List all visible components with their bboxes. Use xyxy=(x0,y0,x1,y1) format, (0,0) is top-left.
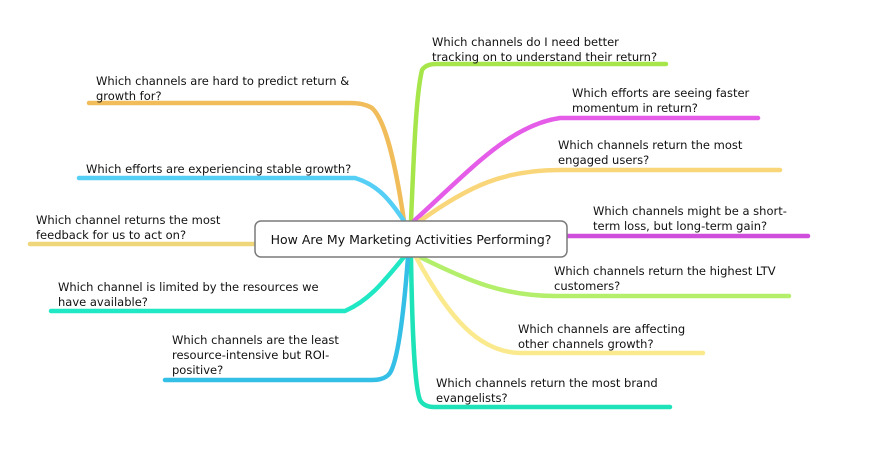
branch-topic-line: Which channels are hard to predict retur… xyxy=(96,74,349,88)
branch-connector-tracking xyxy=(408,61,669,224)
central-topic-label: How Are My Marketing Activities Performi… xyxy=(271,232,552,247)
branch-topic-line: Which efforts are seeing faster xyxy=(572,86,750,100)
branch-topic-line: have available? xyxy=(58,295,148,309)
branch-connector-faster-momentum xyxy=(411,115,761,224)
branch-topic-line: Which channels might be a short- xyxy=(593,204,787,218)
central-topic-node[interactable]: How Are My Marketing Activities Performi… xyxy=(254,220,568,258)
branch-topic-line: term loss, but long-term gain? xyxy=(593,219,767,233)
branch-connector-affecting-growth xyxy=(413,254,706,356)
branch-topic-line: Which channels return the most xyxy=(558,138,743,152)
branch-topic-line: engaged users? xyxy=(558,153,649,167)
branch-topic-line: customers? xyxy=(554,279,620,293)
branch-topic-line: positive? xyxy=(172,363,223,377)
branch-topic-line: Which channels are the least xyxy=(172,333,339,347)
branch-topic-limited-resources[interactable]: Which channel is limited by the resource… xyxy=(58,280,319,309)
branch-topic-hard-to-predict[interactable]: Which channels are hard to predict retur… xyxy=(96,74,349,103)
branch-topic-line: Which channels return the highest LTV xyxy=(554,264,776,278)
branch-topic-line: resource-intensive but ROI- xyxy=(172,348,329,362)
branch-topic-line: Which channels are affecting xyxy=(518,322,685,336)
branch-topic-line: evangelists? xyxy=(436,391,508,405)
branch-connector-hard-to-predict xyxy=(86,100,407,224)
branch-connector-highest-ltv xyxy=(417,254,792,299)
branch-topic-line: Which efforts are experiencing stable gr… xyxy=(86,162,351,176)
branch-topic-line: Which channels do I need better xyxy=(432,35,619,49)
central-topic-box[interactable] xyxy=(254,220,568,258)
branch-topic-line: Which channel returns the most xyxy=(36,213,221,227)
branch-topic-line: Which channels return the most brand xyxy=(436,376,658,390)
branch-connector-brand-evangelists xyxy=(408,254,673,410)
branch-topic-short-term-loss[interactable]: Which channels might be a short-term los… xyxy=(593,204,787,233)
branch-topic-line: other channels growth? xyxy=(518,337,654,351)
branch-topic-stable-growth[interactable]: Which efforts are experiencing stable gr… xyxy=(86,162,351,176)
branch-connector-limited-resources xyxy=(48,254,407,314)
branch-connector-stable-growth xyxy=(76,175,407,224)
branch-topic-line: momentum in return? xyxy=(572,101,698,115)
branch-topic-line: tracking on to understand their return? xyxy=(432,50,657,64)
branch-topic-line: Which channel is limited by the resource… xyxy=(58,280,319,294)
branch-topic-line: growth for? xyxy=(96,89,162,103)
branch-connectors xyxy=(27,61,811,410)
branch-topic-line: feedback for us to act on? xyxy=(36,228,186,242)
branch-connector-engaged-users xyxy=(417,167,783,224)
branch-connector-least-resource-intensive xyxy=(162,254,411,383)
